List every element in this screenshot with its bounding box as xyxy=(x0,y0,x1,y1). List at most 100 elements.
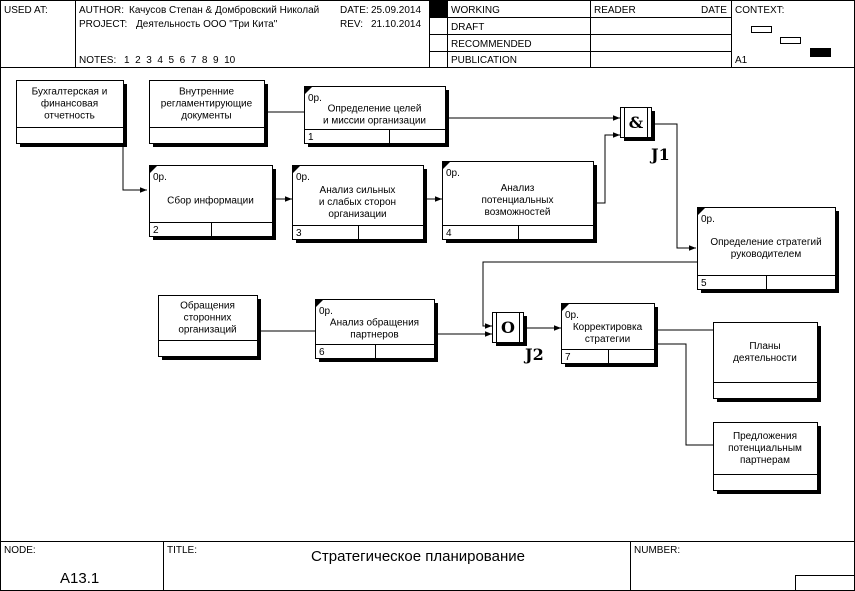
project-value: Деятельность ООО "Три Кита" xyxy=(136,19,278,30)
output-label: Планы xyxy=(749,341,780,352)
author-label: AUTHOR: xyxy=(79,5,124,16)
activity-number: 6 xyxy=(319,347,325,358)
activity-cost: 0р. xyxy=(153,172,167,183)
activity-label: возможностей xyxy=(485,207,551,218)
junction-label: J2 xyxy=(523,345,544,364)
rev-label: REV: xyxy=(340,19,363,30)
activity-label: организации xyxy=(328,209,386,220)
rev-value: 21.10.2014 xyxy=(371,19,421,30)
output-label: потенциальным xyxy=(728,443,802,454)
used-at-label: USED AT: xyxy=(4,5,48,16)
status-working-marker xyxy=(430,1,447,17)
activity-label: стратегии xyxy=(585,334,630,345)
context-thumbnail xyxy=(751,26,831,57)
activity-number: 7 xyxy=(565,352,571,363)
corner-marker-icon xyxy=(305,87,312,94)
project-label: PROJECT: xyxy=(79,19,127,30)
activity-cost: 0р. xyxy=(308,93,322,104)
status-working: WORKING xyxy=(451,5,500,16)
context-label: CONTEXT: xyxy=(735,5,784,16)
author-value: Качусов Степан & Домбровский Николай xyxy=(129,4,319,16)
activity-label: Определение целей xyxy=(328,104,422,115)
node-label: NODE: xyxy=(4,545,36,556)
activity-number: 2 xyxy=(153,225,159,236)
activity-label: Анализ обращения xyxy=(330,317,419,329)
junction-box xyxy=(620,107,652,138)
activity-number: 4 xyxy=(446,228,452,239)
status-draft: DRAFT xyxy=(451,22,484,33)
junction-symbol: O xyxy=(501,318,515,337)
output-label: деятельности xyxy=(733,353,797,364)
activity-cost: 0р. xyxy=(701,214,715,225)
output-box xyxy=(713,322,818,399)
activity-number: 1 xyxy=(308,132,314,143)
input-label: сторонних xyxy=(184,313,232,324)
activity-number: 5 xyxy=(701,278,707,289)
activity-label: потенциальных xyxy=(482,195,554,206)
corner-marker-icon xyxy=(562,304,569,311)
activity-label: Корректировка xyxy=(573,322,643,333)
junction-j2[interactable]: O J2 xyxy=(492,312,544,364)
reader-label: READER xyxy=(594,5,636,16)
input-label: документы xyxy=(181,111,232,122)
junction-label: J1 xyxy=(649,145,670,164)
reader-date-label: DATE xyxy=(701,5,727,16)
corner-marker-icon xyxy=(698,208,705,215)
context-node: A1 xyxy=(735,55,748,66)
output-label: партнерам xyxy=(740,455,790,466)
date-value: 25.09.2014 xyxy=(371,5,421,16)
junction-symbol: & xyxy=(629,113,644,132)
input-label: Обращения xyxy=(180,300,235,312)
activity-label: руководителем xyxy=(731,249,802,260)
date-label: DATE: xyxy=(340,5,369,16)
input-box xyxy=(158,295,258,357)
activity-label: Анализ xyxy=(501,183,535,194)
activity-cost: 0р. xyxy=(446,168,460,179)
activity-box-border xyxy=(304,86,446,144)
activity-box-2[interactable]: 0р. 2 Сбор информации xyxy=(149,165,276,241)
corner-marker-icon xyxy=(293,166,300,173)
activity-cost: 0р. xyxy=(565,310,579,321)
title-label: TITLE: xyxy=(167,545,197,556)
activity-label: Сбор информации xyxy=(167,195,254,207)
activity-label: и миссии организации xyxy=(323,116,426,127)
input-box xyxy=(149,80,265,144)
node-value: A13.1 xyxy=(60,570,99,587)
number-label: NUMBER: xyxy=(634,545,680,556)
junction-box xyxy=(492,312,524,343)
activity-label: Анализ сильных xyxy=(320,185,396,196)
status-recommended: RECOMMENDED xyxy=(451,39,532,50)
input-label: регламентирующие xyxy=(161,99,253,110)
diagram-title: Стратегическое планирование xyxy=(311,548,525,565)
corner-marker-icon xyxy=(443,162,450,169)
corner-marker-icon xyxy=(150,166,157,173)
activity-label: Определение стратегий xyxy=(710,237,821,248)
notes-label: NOTES: xyxy=(79,55,116,66)
output-label: Предложения xyxy=(733,431,797,442)
input-label: Внутренние xyxy=(179,87,235,98)
status-publication: PUBLICATION xyxy=(451,55,517,66)
input-box xyxy=(16,80,124,144)
junction-j1[interactable]: &J1 xyxy=(620,107,670,164)
output-box xyxy=(713,422,818,491)
input-label: Бухгалтерская и xyxy=(32,87,108,98)
activity-label: партнеров xyxy=(350,330,398,341)
activity-cost: 0р. xyxy=(296,172,310,183)
input-label: финансовая xyxy=(41,98,98,110)
connectors xyxy=(122,111,713,446)
activity-number: 3 xyxy=(296,228,302,239)
